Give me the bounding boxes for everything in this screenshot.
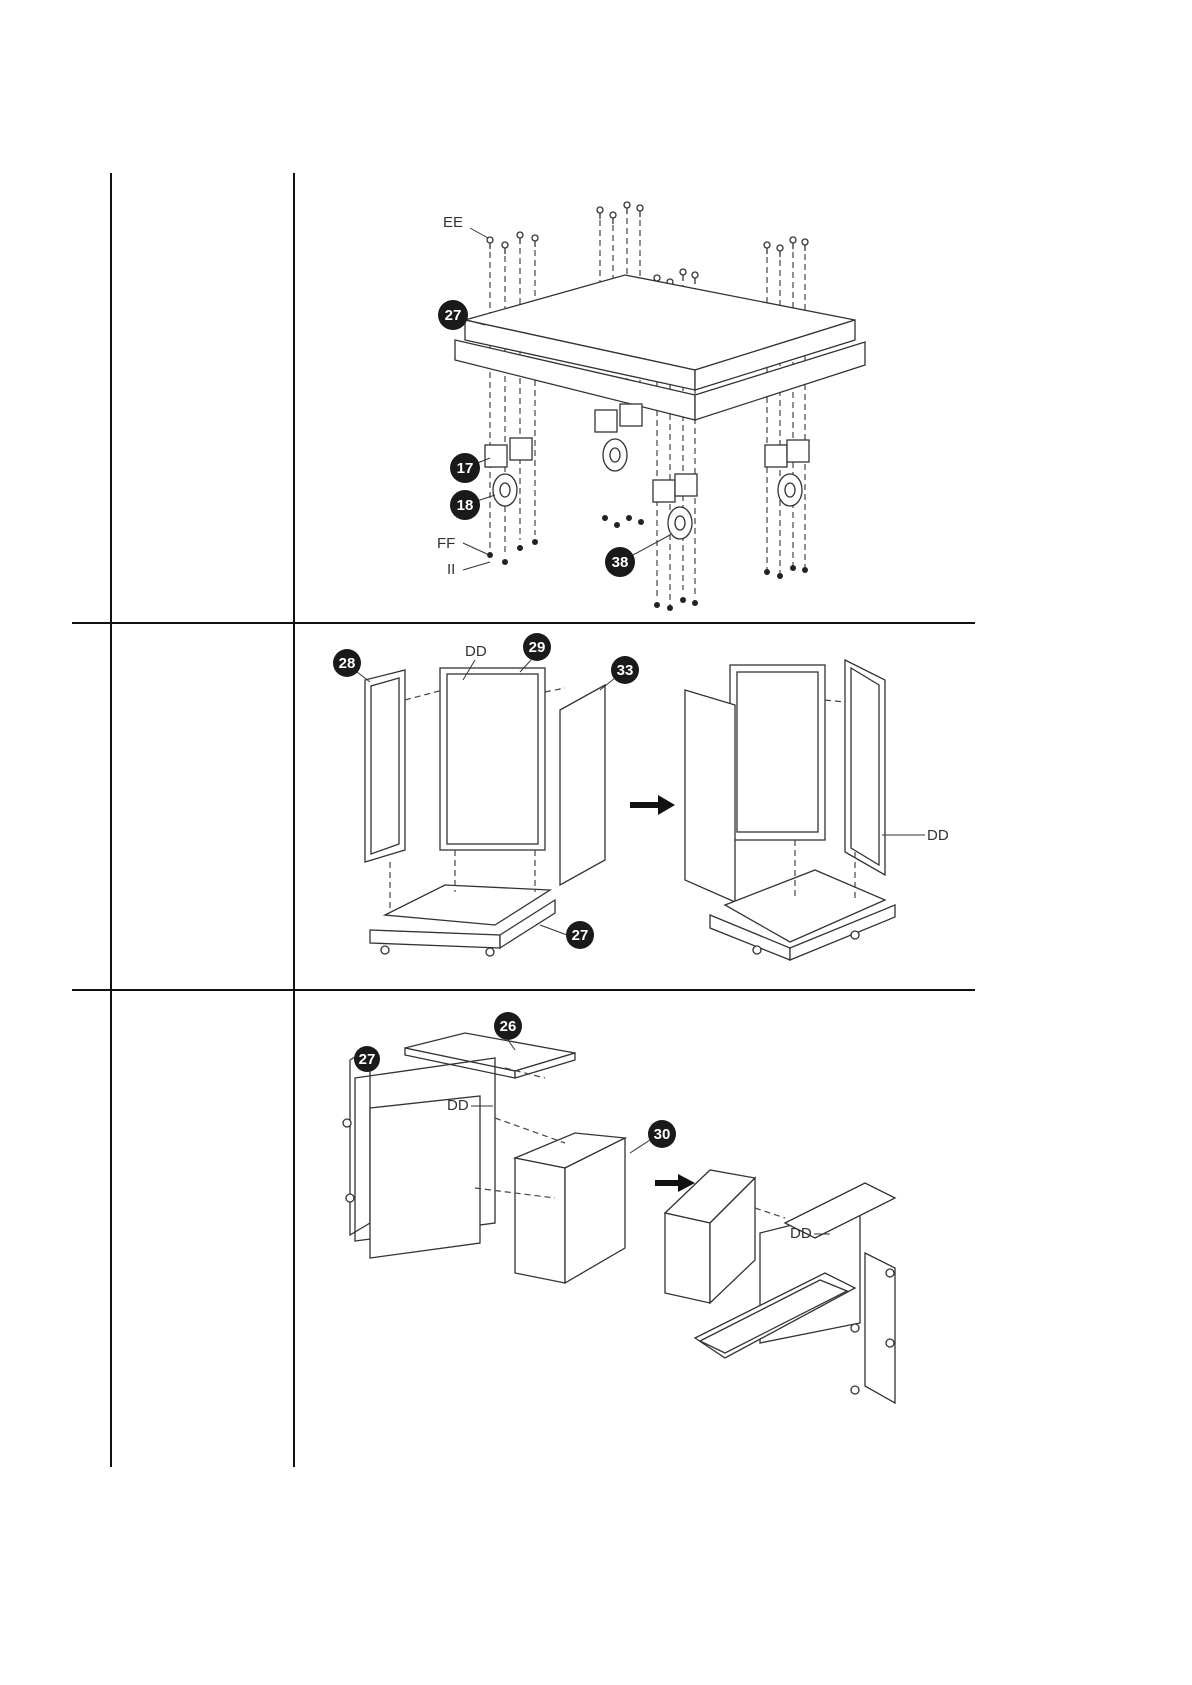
callout-18: 18 xyxy=(450,490,495,520)
leader-ii xyxy=(463,562,490,570)
callout-38: 38 xyxy=(605,535,670,577)
left-column-border xyxy=(110,173,112,1467)
label-dd-step3-left: DD xyxy=(447,1097,469,1114)
callout-27-step3: 27 xyxy=(354,1046,380,1072)
base-27-step2 xyxy=(370,885,555,956)
panel-29 xyxy=(440,668,545,850)
label-dd-right: DD xyxy=(927,827,949,844)
svg-text:27: 27 xyxy=(445,307,462,324)
callout-17: 17 xyxy=(450,453,490,483)
panel-26 xyxy=(405,1033,575,1078)
label-dd-left: DD xyxy=(465,643,487,660)
svg-text:27: 27 xyxy=(572,927,589,944)
step-2-arrow xyxy=(630,795,675,815)
svg-text:29: 29 xyxy=(529,639,546,656)
caster-front-right xyxy=(653,474,697,539)
assembled-step3 xyxy=(665,1170,895,1403)
step-2-diagram: DD DD 28 29 33 27 xyxy=(295,630,975,985)
row-divider-1 xyxy=(72,622,975,624)
step-1-diagram: EE FF II 27 17 18 38 xyxy=(295,190,975,620)
callout-30: 30 xyxy=(630,1120,676,1153)
frame-27-step3 xyxy=(343,1048,495,1258)
svg-text:17: 17 xyxy=(457,460,474,477)
step-3-diagram: DD DD 26 27 30 xyxy=(295,998,975,1418)
callout-28: 28 xyxy=(333,649,370,682)
panel-28 xyxy=(365,670,405,862)
assembled-step2 xyxy=(685,660,895,960)
callout-29: 29 xyxy=(520,633,551,672)
panel-33 xyxy=(560,685,605,885)
svg-text:30: 30 xyxy=(654,1126,671,1143)
box-30 xyxy=(515,1133,625,1283)
caster-back-right xyxy=(765,440,809,506)
row-divider-2 xyxy=(72,989,975,991)
svg-text:38: 38 xyxy=(612,554,629,571)
screws-ee-group xyxy=(487,202,808,291)
svg-text:27: 27 xyxy=(359,1051,376,1068)
leader-ee xyxy=(470,228,488,238)
svg-text:33: 33 xyxy=(617,662,634,679)
base-platform-27 xyxy=(455,275,865,420)
svg-text:18: 18 xyxy=(457,497,474,514)
svg-text:28: 28 xyxy=(339,655,356,672)
svg-text:26: 26 xyxy=(500,1018,517,1035)
caster-back-left xyxy=(595,404,642,471)
callout-33: 33 xyxy=(600,656,639,690)
label-ee: EE xyxy=(443,214,463,231)
callout-27-step2: 27 xyxy=(540,921,594,949)
label-ff: FF xyxy=(437,535,455,552)
nuts-washers xyxy=(487,515,808,611)
leader-ff xyxy=(463,543,487,554)
label-ii: II xyxy=(447,561,455,578)
label-dd-step3-right: DD xyxy=(790,1225,812,1242)
